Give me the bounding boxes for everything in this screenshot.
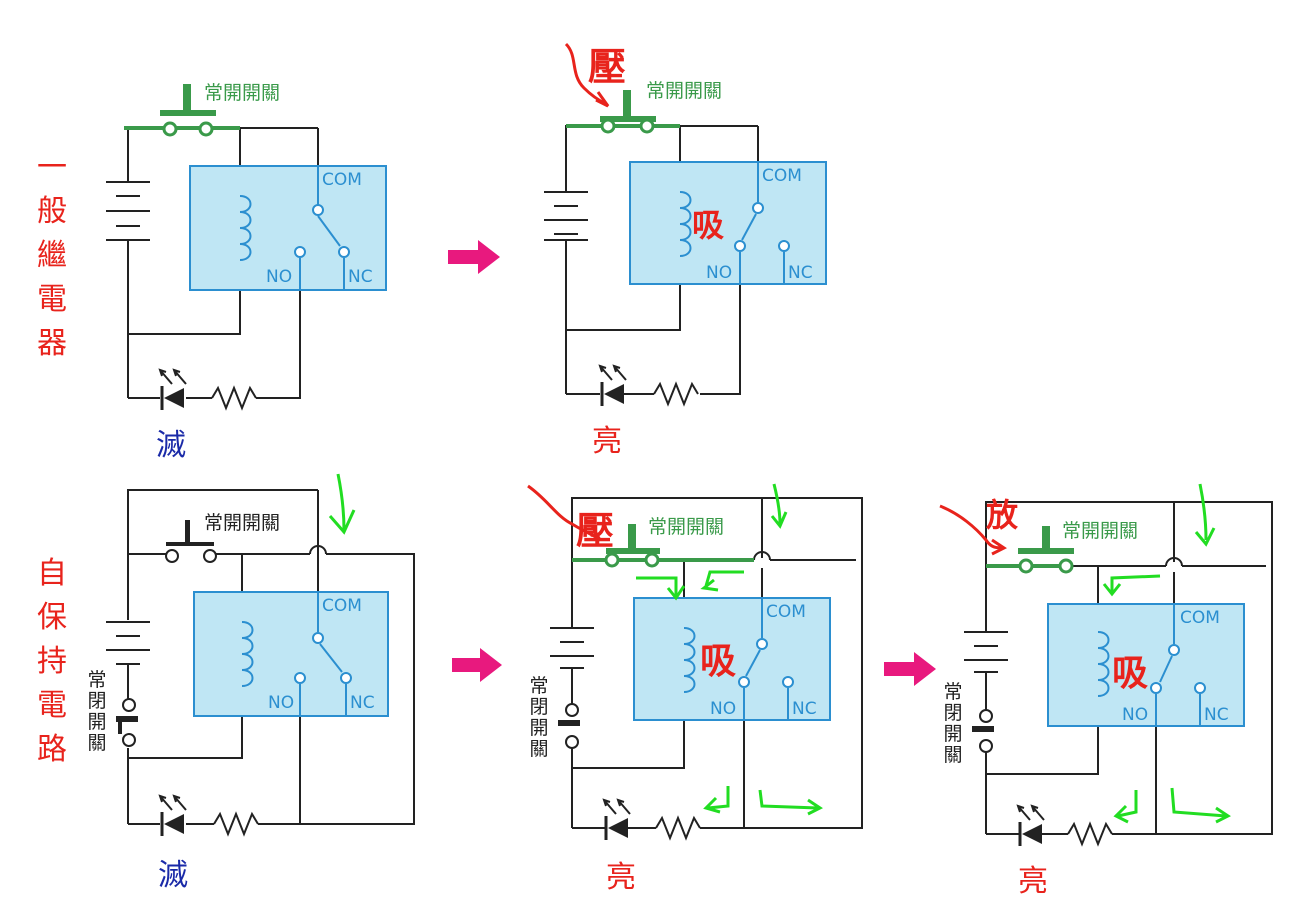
resistor-icon — [653, 383, 699, 405]
led-icon — [598, 364, 627, 406]
resistor-icon — [1067, 823, 1113, 845]
contact-icon — [294, 166, 350, 290]
press-arrow-icon — [527, 484, 602, 542]
panel-latch-pressed — [527, 483, 863, 840]
com-label-e: COM — [1180, 608, 1220, 628]
contact-icon — [294, 592, 352, 716]
status-on-e: 亮 — [1018, 864, 1048, 899]
switch-label-e: 常開開關 — [1062, 520, 1139, 542]
nc-switch-icon — [972, 709, 994, 753]
contact-icon — [738, 598, 794, 720]
nc-switch-icon — [558, 703, 580, 749]
status-on-d: 亮 — [606, 860, 636, 895]
press-label-d: 壓 — [576, 509, 615, 553]
com-label-d: COM — [766, 602, 806, 622]
led-icon — [158, 368, 187, 410]
row2-title: 自保持電路 — [37, 556, 67, 767]
no-label-a: NO — [266, 267, 293, 287]
release-arrow-icon — [939, 504, 1007, 556]
switch-icon — [124, 84, 240, 137]
current-arrow-icon — [328, 473, 356, 535]
panel-latch-released — [939, 483, 1273, 846]
relay-box — [633, 597, 831, 721]
led-icon — [1016, 804, 1045, 846]
coil-icon — [683, 627, 696, 693]
pull-label-b: 吸 — [692, 206, 725, 244]
relay-box — [1047, 603, 1245, 727]
next-arrow-icon — [884, 652, 936, 686]
resistor-icon — [211, 387, 257, 409]
relay-box — [629, 161, 827, 285]
coil-icon — [1097, 631, 1110, 697]
com-label-c: COM — [322, 596, 362, 616]
relay-box — [189, 165, 387, 291]
panel-normal-relay-on — [544, 42, 827, 406]
switch-icon — [165, 520, 217, 563]
panel-latch-off — [106, 473, 415, 836]
coil-icon — [241, 621, 254, 687]
contact-icon — [1150, 604, 1206, 726]
pull-label-d: 吸 — [700, 641, 737, 682]
com-label-a: COM — [322, 170, 362, 190]
switch-icon — [1018, 526, 1074, 574]
switch-label-a: 常開開關 — [204, 82, 281, 104]
battery-icon — [964, 631, 1008, 673]
led-icon — [602, 798, 631, 840]
nc-switch-label-e: 常閉開關 — [943, 681, 963, 766]
next-arrow-icon — [452, 648, 502, 682]
battery-icon — [106, 181, 150, 241]
coil-icon — [239, 195, 252, 261]
press-label-b: 壓 — [588, 45, 627, 89]
battery-icon — [544, 191, 588, 241]
resistor-icon — [213, 813, 259, 835]
no-label-e: NO — [1122, 705, 1149, 725]
release-label-e: 放 — [986, 496, 1019, 534]
switch-icon — [566, 90, 680, 134]
pull-label-e: 吸 — [1112, 653, 1149, 694]
battery-icon — [106, 621, 150, 665]
relay-box — [193, 591, 389, 717]
switch-label-b: 常開開關 — [646, 80, 723, 102]
status-off-a: 滅 — [156, 428, 186, 463]
nc-label-b: NC — [788, 263, 813, 283]
nc-label-c: NC — [350, 693, 375, 713]
next-arrow-icon — [448, 240, 500, 274]
nc-label-a: NC — [348, 267, 373, 287]
status-on-b: 亮 — [592, 424, 622, 459]
status-off-c: 滅 — [158, 858, 188, 893]
led-icon — [158, 794, 187, 836]
switch-label-d: 常開開關 — [648, 516, 725, 538]
nc-switch-label-c: 常閉開關 — [87, 669, 107, 754]
current-arrow-icon — [1102, 483, 1231, 824]
current-arrow-icon — [636, 483, 823, 816]
no-label-c: NO — [268, 693, 295, 713]
nc-switch-label-d: 常閉開關 — [529, 675, 549, 760]
coil-icon — [679, 191, 692, 257]
panel-normal-relay-off — [106, 84, 387, 410]
battery-icon — [550, 627, 594, 669]
com-label-b: COM — [762, 166, 802, 186]
no-label-d: NO — [710, 699, 737, 719]
nc-switch-icon — [116, 698, 138, 747]
switch-icon — [604, 524, 660, 568]
row1-title: 一般繼電器 — [37, 150, 67, 361]
resistor-icon — [655, 817, 701, 839]
no-label-b: NO — [706, 263, 733, 283]
switch-label-c: 常開開關 — [204, 512, 281, 534]
contact-icon — [734, 162, 790, 284]
nc-label-d: NC — [792, 699, 817, 719]
nc-label-e: NC — [1204, 705, 1229, 725]
